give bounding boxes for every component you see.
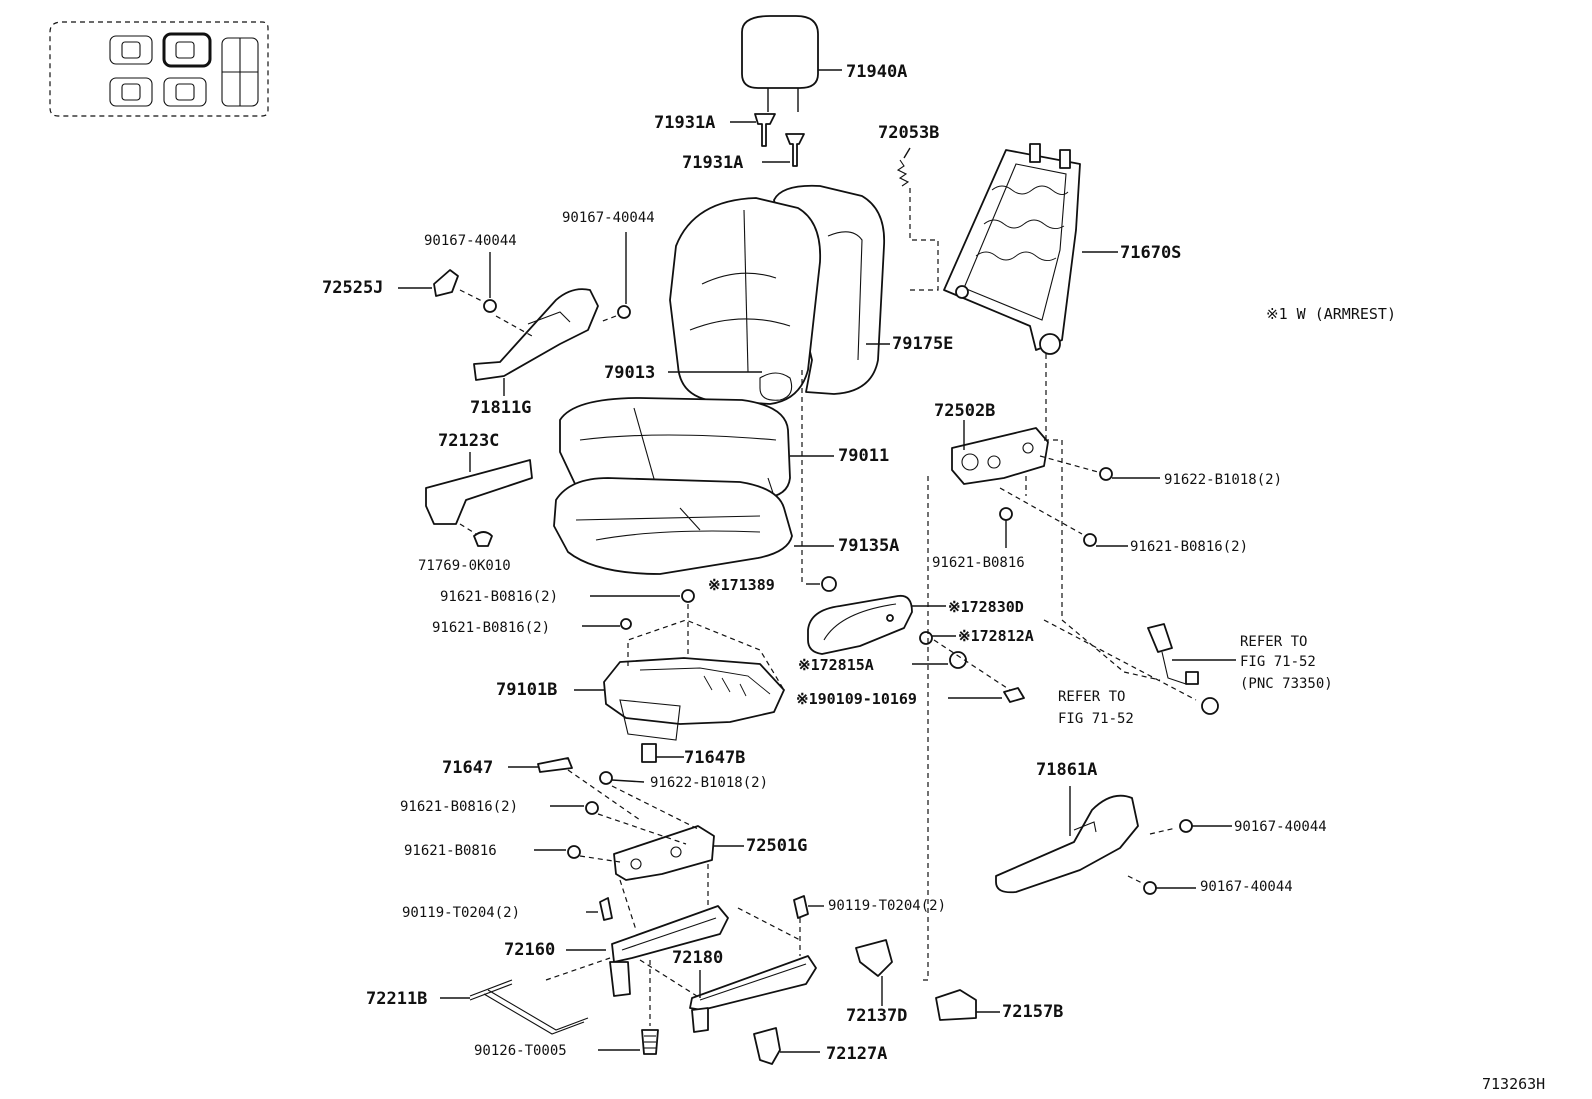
seat-position-legend-icon — [49, 21, 269, 117]
label-71647: 71647 — [442, 758, 493, 778]
label-90167-top-left: 90167-40044 — [424, 233, 517, 249]
seatback-frame-part — [943, 143, 1118, 440]
seat-cushion-pad-part — [553, 477, 834, 575]
label-79011: 79011 — [838, 446, 889, 466]
label-172830D: ※172830D — [948, 598, 1024, 616]
seat-adjuster-upper-part — [534, 771, 744, 931]
label-71861A: 71861A — [1036, 760, 1097, 780]
label-72053B: 72053B — [878, 123, 939, 143]
label-72180: 72180 — [672, 948, 723, 968]
part-number-labels: 71940A 71931A 71931A 72053B 71670S 90167… — [322, 62, 1545, 1093]
label-72123C: 72123C — [438, 431, 499, 451]
cushion-frame-part — [574, 589, 785, 741]
refer-note-1-line-1: REFER TO — [1240, 634, 1307, 650]
label-72211B: 72211B — [366, 989, 427, 1009]
label-190109: ※190109-10169 — [796, 690, 917, 708]
wire-part — [440, 957, 611, 1035]
label-79135A: 79135A — [838, 536, 899, 556]
label-71647B: 71647B — [684, 748, 745, 768]
label-71670S: 71670S — [1120, 243, 1181, 263]
label-172815A: ※172815A — [798, 656, 874, 674]
label-90167-top-mid: 90167-40044 — [562, 210, 655, 226]
label-91621-right: 91621-B0816(2) — [1130, 539, 1248, 555]
label-72137D: 72137D — [846, 1006, 907, 1026]
recliner-cover-right-part — [995, 786, 1232, 895]
label-90119-left: 90119-T0204(2) — [402, 905, 520, 921]
label-72157B: 72157B — [1002, 1002, 1063, 1022]
refer-note-2-line-2: FIG 71-52 — [1058, 711, 1134, 727]
label-91621-left-4: 91621-B0816 — [404, 843, 497, 859]
label-79175E: 79175E — [892, 334, 953, 354]
label-171389: ※171389 — [708, 576, 775, 594]
spring-part — [896, 147, 939, 291]
headrest-guide-parts — [730, 113, 805, 167]
label-72501G: 72501G — [746, 836, 807, 856]
label-71931A-lower: 71931A — [682, 153, 743, 173]
label-91621-left-1: 91621-B0816(2) — [440, 589, 558, 605]
drawing-code: 713263H — [1482, 1075, 1545, 1093]
label-71940A: 71940A — [846, 62, 907, 82]
label-90126: 90126-T0005 — [474, 1043, 567, 1059]
label-90167-right-2: 90167-40044 — [1200, 879, 1293, 895]
label-and-pad-parts — [508, 743, 684, 821]
label-91622-left: 91622-B1018(2) — [650, 775, 768, 791]
seat-belt-buckle-part — [1043, 619, 1236, 715]
side-shield-part — [425, 452, 533, 547]
recliner-cover-part — [398, 232, 631, 396]
label-71931A-upper: 71931A — [654, 113, 715, 133]
recliner-part — [920, 420, 1161, 981]
refer-note-1-line-3: (PNC 73350) — [1240, 676, 1333, 692]
label-79101B: 79101B — [496, 680, 557, 700]
label-72160: 72160 — [504, 940, 555, 960]
label-72525J: 72525J — [322, 278, 383, 298]
label-90119-mid: 90119-T0204(2) — [828, 898, 946, 914]
label-71811G: 71811G — [470, 398, 531, 418]
label-91622-right: 91622-B1018(2) — [1164, 472, 1282, 488]
armrest-part — [806, 576, 1025, 703]
label-91621-left-3: 91621-B0816(2) — [400, 799, 518, 815]
seatback-cover-part — [668, 184, 890, 582]
track-cover-parts — [753, 939, 1000, 1065]
label-79013: 79013 — [604, 363, 655, 383]
label-90167-right-1: 90167-40044 — [1234, 819, 1327, 835]
label-172812A: ※172812A — [958, 627, 1034, 645]
label-71769: 71769-0K010 — [418, 558, 511, 574]
refer-note-2-line-1: REFER TO — [1058, 689, 1125, 705]
label-72127A: 72127A — [826, 1044, 887, 1064]
label-72502B: 72502B — [934, 401, 995, 421]
seat-track-part — [566, 895, 824, 1055]
label-91621-center: 91621-B0816 — [932, 555, 1025, 571]
legend-note: ※1 W (ARMREST) — [1266, 305, 1396, 323]
label-91621-left-2: 91621-B0816(2) — [432, 620, 550, 636]
refer-note-1-line-2: FIG 71-52 — [1240, 654, 1316, 670]
headrest-part — [741, 15, 842, 112]
